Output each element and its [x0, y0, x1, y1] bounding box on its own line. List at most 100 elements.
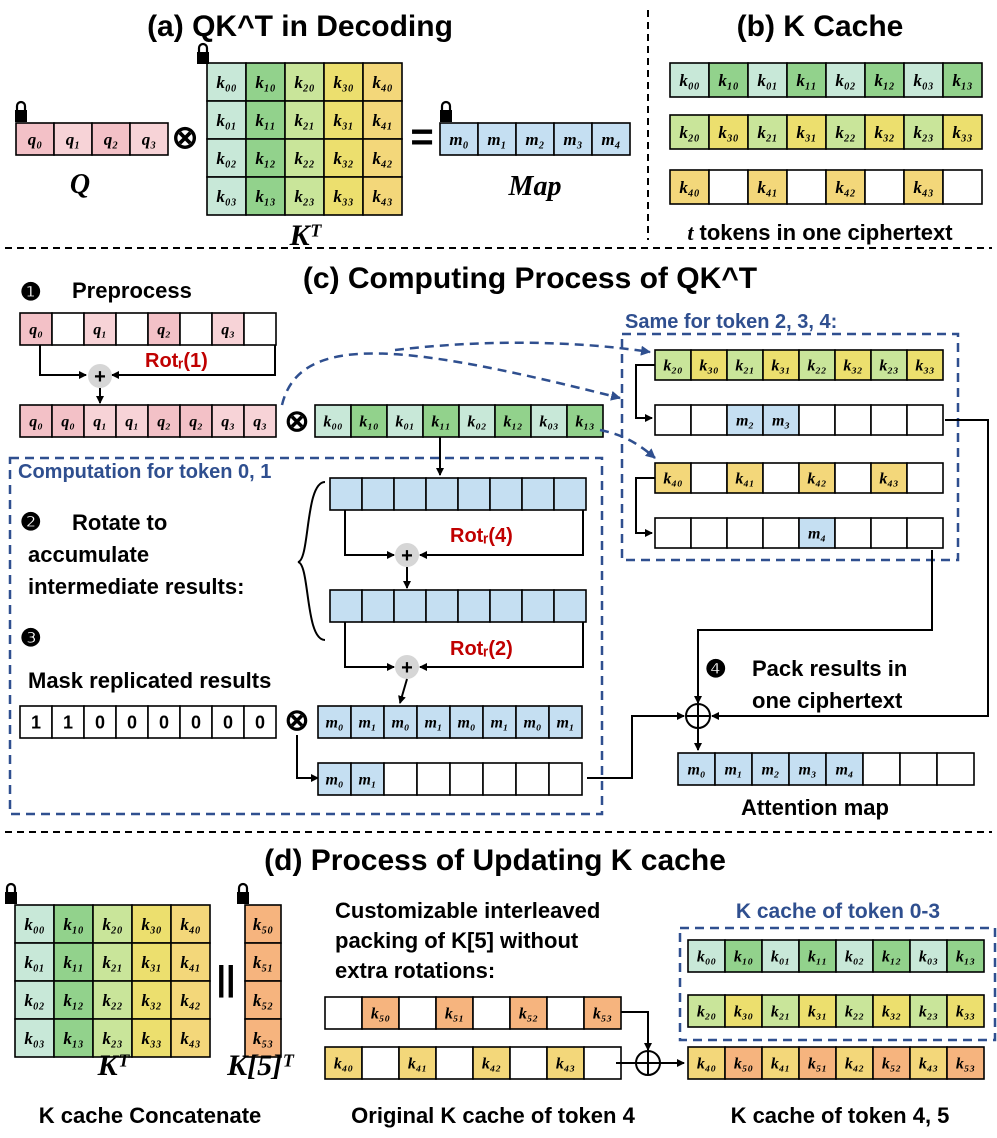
cell	[786, 169, 827, 205]
cell	[425, 477, 459, 511]
step3-label: Mask replicated results	[28, 668, 271, 693]
skip-arrow-3	[344, 622, 395, 671]
cell	[591, 122, 631, 156]
step2-number: ❷	[20, 509, 42, 536]
cell	[211, 312, 245, 346]
cell-label: k₂₂	[102, 991, 122, 1010]
cell-label: k₅₃	[956, 1056, 975, 1073]
cell	[583, 1046, 622, 1080]
cell-label: k₁₀	[359, 414, 378, 431]
cell	[690, 517, 728, 549]
cell	[899, 752, 938, 786]
cell-label: k₀₃	[539, 414, 558, 431]
same-process-arrow	[394, 341, 651, 356]
cell	[115, 404, 149, 438]
cell-label: m₁	[724, 762, 742, 779]
cell-label: k₀₁	[216, 111, 236, 130]
cell	[206, 138, 247, 178]
cell	[129, 122, 169, 156]
rot1-arrow	[111, 345, 276, 379]
cell-label: k₀₂	[216, 149, 236, 168]
cell	[553, 122, 593, 156]
cell-label: k₁₃	[255, 187, 275, 206]
cell-label: k₄₃	[180, 1029, 200, 1048]
cell-label: k₂₁	[102, 953, 122, 972]
cell	[383, 762, 418, 796]
text-line2: packing of K[5] without	[335, 928, 579, 953]
cell	[416, 705, 451, 739]
cell-label: m₀	[523, 715, 541, 732]
cell-label: k₄₂	[372, 149, 392, 168]
cell	[942, 62, 983, 98]
otimes-symbol-a: ⊗	[172, 119, 199, 155]
cell	[472, 1046, 511, 1080]
cell-label: m₁	[358, 715, 376, 732]
cell	[669, 62, 710, 98]
cell-label: k₀₃	[24, 1029, 44, 1048]
skip-arrow-2	[344, 510, 395, 559]
cell	[825, 62, 866, 98]
cell-label: k₃₁	[141, 953, 161, 972]
cell	[131, 904, 172, 944]
cell-label: k₄₃	[919, 1056, 938, 1073]
cell-label: q₃	[221, 414, 235, 431]
plus-sign: +	[401, 545, 413, 567]
cell-label: q₃	[253, 414, 267, 431]
cell	[314, 404, 352, 438]
cell-label: k₂₃	[294, 187, 314, 206]
cell	[53, 122, 93, 156]
lock-icon	[440, 100, 452, 122]
cell	[51, 312, 85, 346]
cell-label: k₂₁	[294, 111, 314, 130]
cell-label: q₁	[93, 322, 107, 339]
cell	[708, 169, 749, 205]
cell-label: m₄	[835, 762, 853, 779]
cell-label: k₃₂	[141, 991, 161, 1010]
cell	[489, 477, 523, 511]
cell	[53, 904, 94, 944]
cell	[687, 939, 726, 973]
cell-label: k₃₃	[333, 187, 353, 206]
cell	[726, 462, 764, 494]
same-process-arrow	[599, 428, 656, 459]
cell-label: k₁₃	[575, 414, 594, 431]
cell-label: k₃₀	[141, 915, 161, 934]
add-node	[395, 543, 419, 567]
cell	[361, 589, 395, 623]
cell-label: m₀	[449, 130, 468, 149]
cell	[872, 1046, 911, 1080]
cell-label: q₀	[29, 322, 43, 339]
caption-right: K cache of token 4, 5	[731, 1103, 950, 1128]
lock-icon	[5, 882, 17, 904]
cell	[83, 705, 117, 739]
step1-label: Preprocess	[72, 278, 192, 303]
cell	[14, 942, 55, 982]
cell	[677, 752, 716, 786]
cell-label: k₃₃	[956, 1004, 975, 1021]
cell	[761, 994, 800, 1028]
cell	[317, 762, 352, 796]
cell	[323, 138, 364, 178]
cell	[53, 942, 94, 982]
cell	[472, 996, 511, 1030]
cell	[834, 349, 872, 381]
cell-label: k₁₃	[956, 949, 975, 966]
cell	[115, 705, 149, 739]
cell-label: 0	[255, 712, 265, 732]
cell	[872, 994, 911, 1028]
intermediate-row	[329, 477, 587, 511]
